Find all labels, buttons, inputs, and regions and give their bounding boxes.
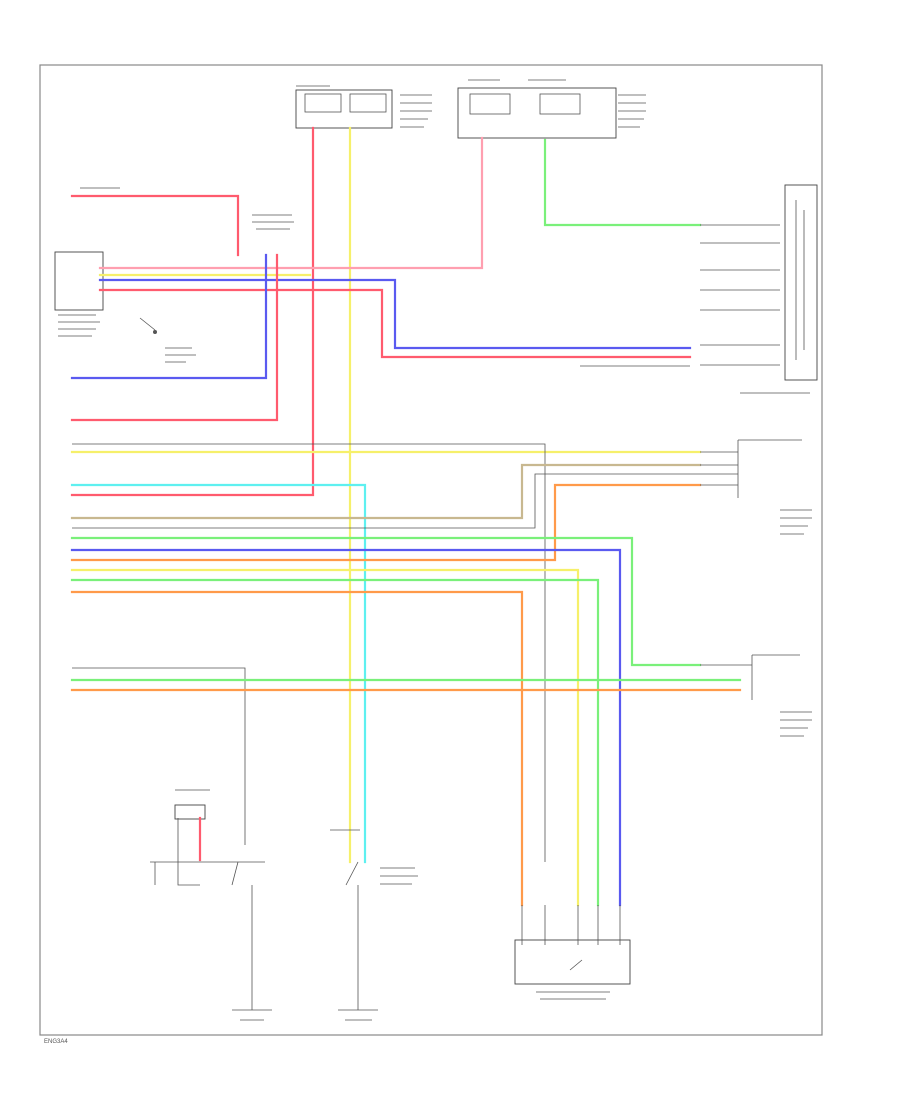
- connector-right-lower: [700, 654, 812, 737]
- switch-bottom-middle: [330, 829, 418, 1021]
- diagram-code: ENG3A4: [44, 1039, 68, 1045]
- connector-top-middle: [252, 214, 294, 230]
- fuse-box-right: [457, 79, 646, 139]
- connector-right-ecm: [740, 184, 818, 394]
- switch-bottom-right: [514, 905, 631, 1000]
- fuse-box-left: [295, 85, 432, 129]
- connector-right-middle: [700, 439, 812, 535]
- switch-bottom-left: [150, 789, 272, 1021]
- diagram-frame: [39, 64, 823, 1036]
